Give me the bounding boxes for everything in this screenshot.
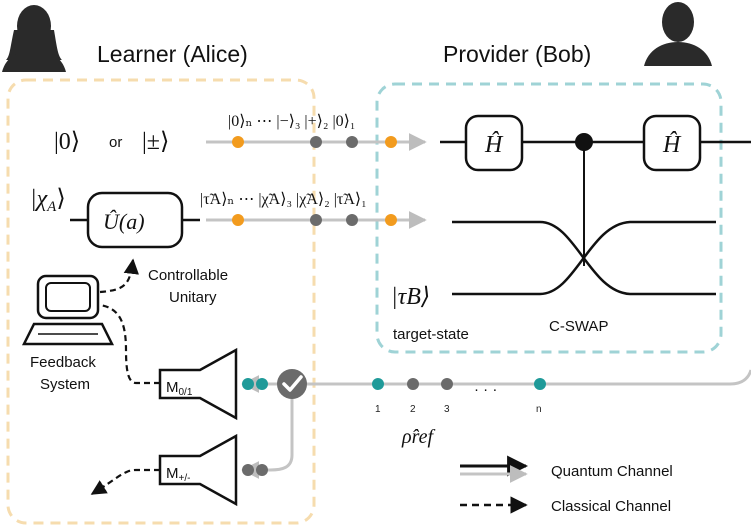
- middle-sequence-label: |τ̃A⟩ₙ ⋯ |χ̃A⟩₃ |χ̃A⟩₂ |τ̃A⟩₁: [200, 191, 367, 208]
- return-quantum-channel: [241, 369, 751, 393]
- ref-index-2: 2: [410, 404, 416, 415]
- legend: Quantum Channel Classical Channel: [460, 455, 673, 515]
- controllable-label-line1: Controllable: [148, 267, 228, 284]
- ref-index-3: 3: [444, 404, 450, 415]
- qubit-mid-1: [385, 214, 397, 226]
- qubit-mid-3: [310, 214, 322, 226]
- pm-ket-label: |±⟩: [142, 129, 169, 155]
- ref-qubit-1: [372, 378, 384, 390]
- measured-qubit-b: [256, 378, 268, 390]
- unitary-gate: [86, 191, 184, 249]
- checkmark-icon: [277, 369, 307, 399]
- qubit-top-n: [232, 136, 244, 148]
- measure-01-device: M0/1: [158, 347, 238, 421]
- qubit-top-2: [346, 136, 358, 148]
- man-silhouette-icon: [644, 2, 712, 66]
- ref-index-1: 1: [375, 404, 381, 415]
- pm-classical-output: [90, 468, 160, 495]
- target-state-label: target-state: [393, 326, 469, 343]
- pm-branch-channel: [241, 397, 294, 479]
- hadamard-gate-1-label: Ĥ: [484, 132, 504, 158]
- feedback-label-line2: System: [40, 376, 90, 393]
- computer-icon: [21, 274, 115, 346]
- chi-ket-label: |χA⟩: [30, 186, 66, 215]
- hadamard-gate-2-label: Ĥ: [662, 132, 682, 158]
- qubit-mid-n: [232, 214, 244, 226]
- rho-ref-label: ρ̂ref: [401, 426, 436, 448]
- top-sequence-label: |0⟩ₙ ⋯ |−⟩₃ |+⟩₂ |0⟩₁: [228, 113, 355, 130]
- learner-title: Learner (Alice): [97, 41, 248, 67]
- feedback-to-unitary-path: [99, 258, 139, 294]
- controllable-label-line2: Unitary: [169, 289, 217, 306]
- target-ket-label: |τB⟩: [391, 284, 430, 310]
- woman-silhouette-icon: [2, 5, 66, 72]
- qubit-top-1: [385, 136, 397, 148]
- alice-region: [6, 78, 316, 525]
- ref-index-n: n: [536, 404, 542, 415]
- cswap-label: C-SWAP: [549, 318, 608, 335]
- qubit-mid-2: [346, 214, 358, 226]
- swap-wire-lower: [452, 220, 716, 296]
- qubit-top-3: [310, 136, 322, 148]
- ref-qubit-2: [407, 378, 419, 390]
- pm-qubit-b: [256, 464, 268, 476]
- measure-pm-device: M+/-: [158, 433, 238, 507]
- pm-qubit-a: [242, 464, 254, 476]
- measured-qubit-a: [242, 378, 254, 390]
- feedback-label-line1: Feedback: [30, 354, 96, 371]
- ref-qubit-3: [441, 378, 453, 390]
- hadamard-gate-2: [642, 114, 702, 172]
- unitary-gate-label: Û(a): [103, 209, 145, 234]
- measure-01-label: M0/1: [166, 379, 193, 398]
- bob-region: [375, 82, 723, 354]
- zero-ket-label: |0⟩: [54, 129, 80, 155]
- control-dot: [575, 133, 593, 151]
- measurement-to-feedback-path: [99, 303, 160, 385]
- ref-ellipsis: · · ·: [474, 381, 497, 398]
- or-label: or: [109, 134, 122, 151]
- ref-qubit-n: [534, 378, 546, 390]
- provider-title: Provider (Bob): [443, 41, 591, 67]
- hadamard-gate-1: [464, 114, 524, 172]
- legend-quantum-label: Quantum Channel: [551, 463, 673, 480]
- legend-classical-label: Classical Channel: [551, 498, 671, 515]
- measure-pm-label: M+/-: [166, 465, 190, 484]
